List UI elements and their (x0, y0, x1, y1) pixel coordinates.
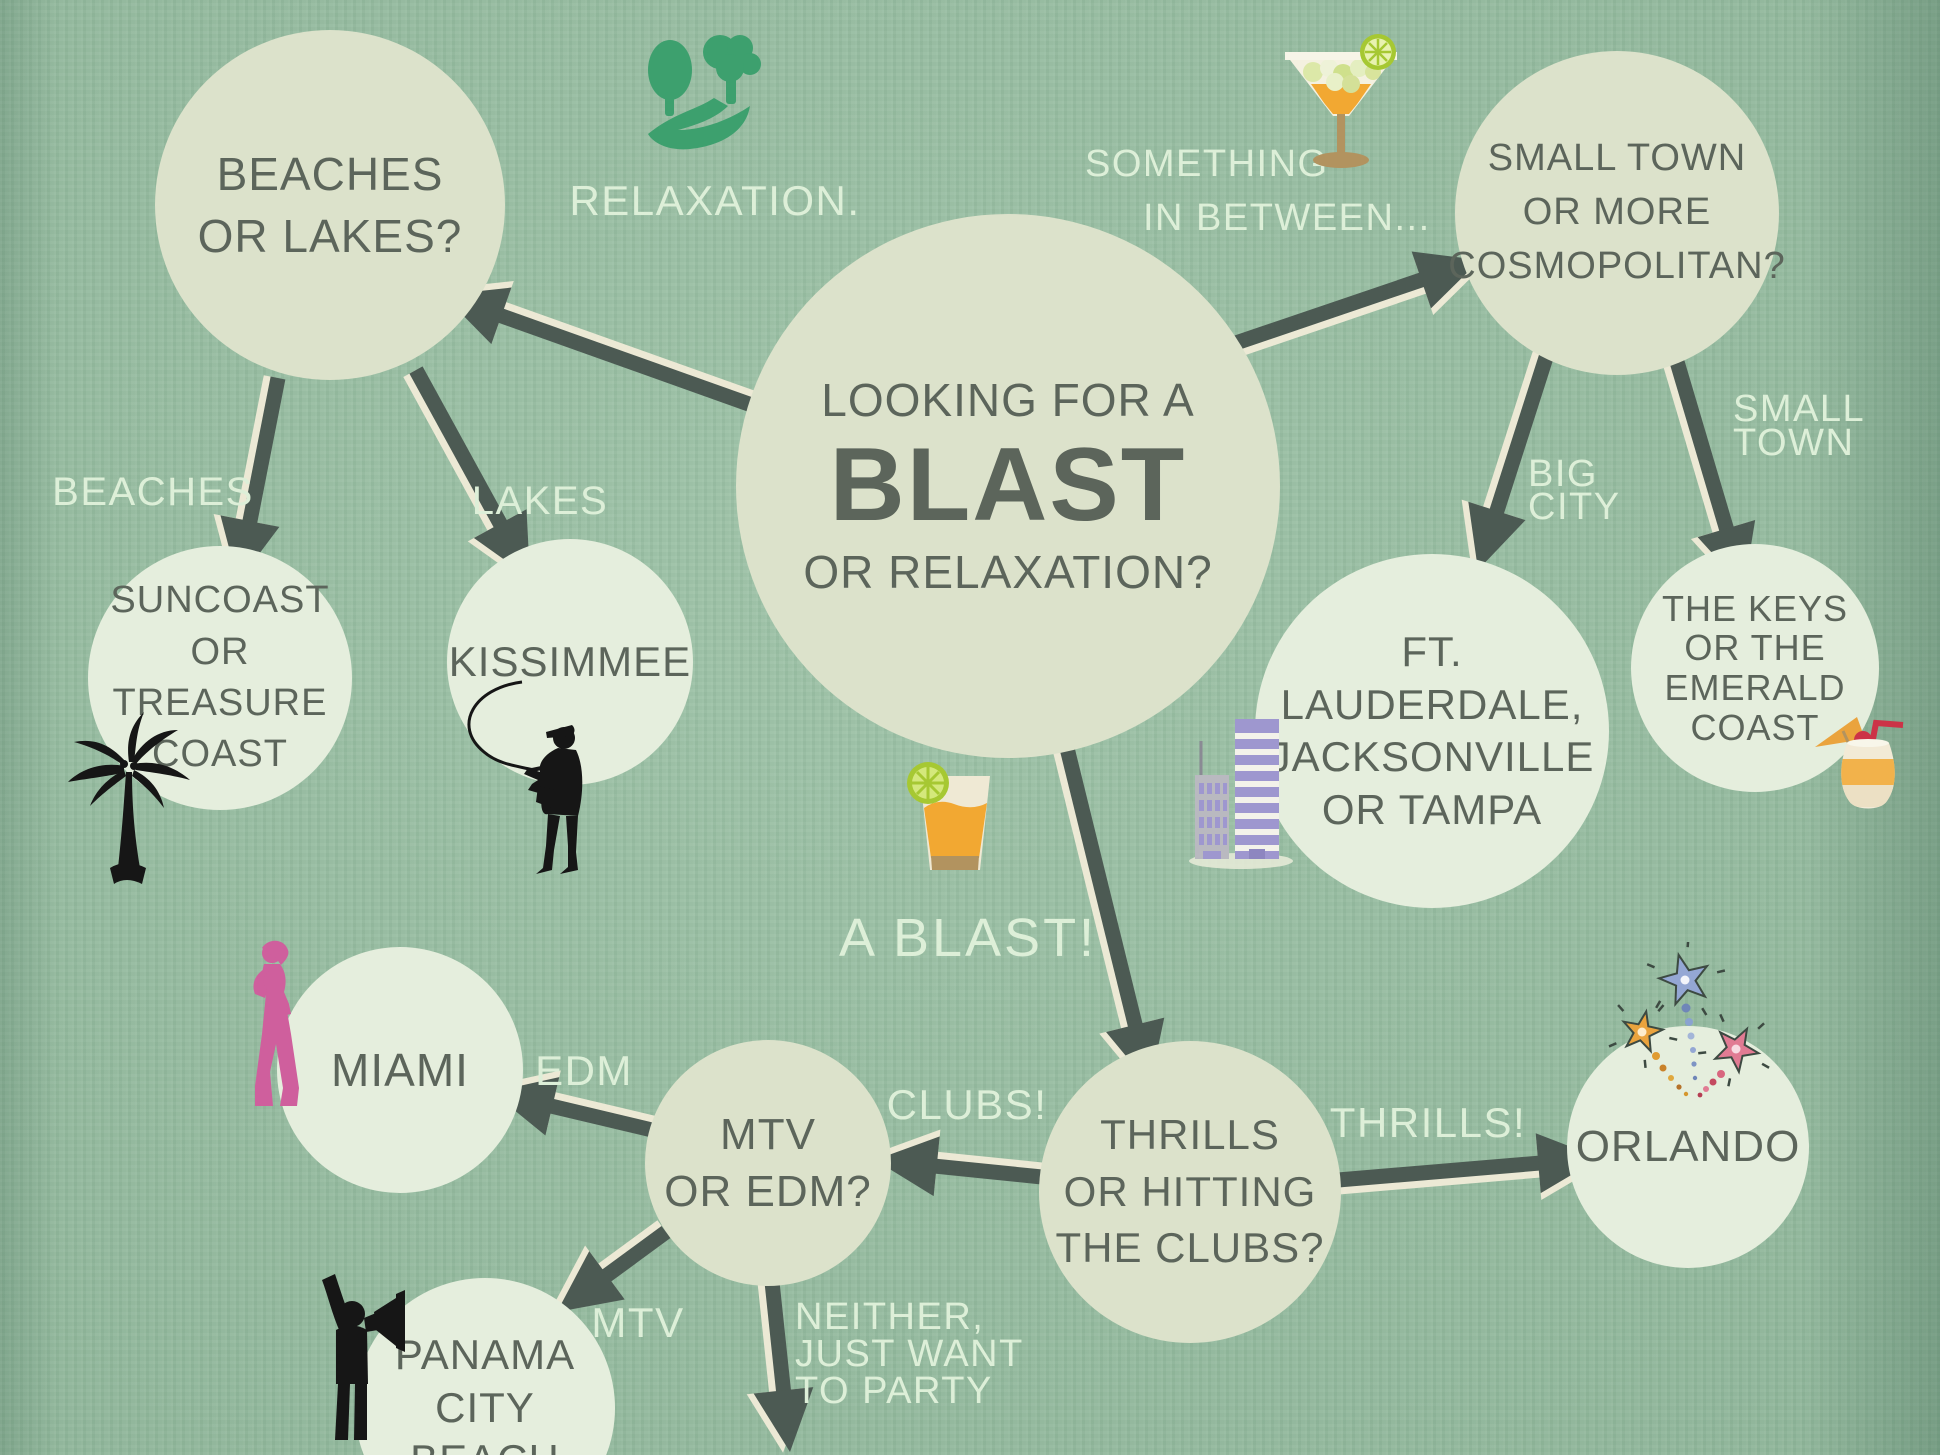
dancer-icon (232, 938, 332, 1120)
node-line: THE KEYS (1661, 587, 1849, 629)
arrow-to-beaches-or-lakes (443, 280, 765, 416)
node-line: KISSIMMEE (448, 637, 692, 685)
label-mtv: MTV (591, 1299, 685, 1346)
node-line: PANAMA (394, 1331, 576, 1379)
node-line: OR RELAXATION? (803, 545, 1213, 598)
node-line: EMERALD (1664, 667, 1846, 708)
node-miami: MIAMI (277, 947, 523, 1193)
fireworks-icon (1600, 942, 1782, 1114)
megaphone-man-icon (300, 1270, 432, 1452)
label-line: TOWN (1733, 422, 1855, 464)
label-in-between: IN BETWEEN... (1143, 197, 1431, 239)
label-line: CITY (1528, 486, 1621, 528)
node-line: LOOKING FOR A (821, 374, 1195, 427)
node-line: MIAMI (331, 1043, 469, 1096)
node-line: THE CLUBS? (1055, 1224, 1325, 1272)
node-line: ORLANDO (1575, 1122, 1801, 1172)
lime-wheel (1360, 34, 1396, 70)
label-beaches: BEACHES (52, 470, 254, 514)
node-mtv-or-edm: MTV OR EDM? (645, 1040, 891, 1286)
node-ft-lauderdale-jacksonville-tampa: FT. LAUDERDALE, JACKSONVILLE OR TAMPA (1255, 554, 1609, 908)
arrow-mtv (552, 1220, 671, 1312)
label-big-city: BIG CITY (1528, 453, 1621, 528)
node-beaches-or-lakes: BEACHES OR LAKES? (155, 30, 505, 380)
park-trees-icon (638, 22, 770, 170)
label-relaxation: RELAXATION. (569, 177, 861, 224)
label-a-blast: A BLAST! (838, 908, 1098, 968)
node-line: COSMOPOLITAN? (1448, 244, 1786, 287)
arrow-neither (746, 1281, 814, 1453)
arrow-lakes (403, 366, 530, 582)
node-line: THRILLS (1100, 1110, 1280, 1158)
node-line: JACKSONVILLE (1269, 733, 1595, 780)
firework-trails (1652, 1003, 1725, 1098)
node-line: SMALL TOWN (1487, 137, 1747, 180)
node-line: COAST (152, 733, 288, 776)
node-line: OR LAKES? (197, 210, 463, 262)
label-small-town: SMALL TOWN (1733, 388, 1866, 464)
palm-tree-icon (60, 702, 200, 892)
label-lakes: LAKES (471, 479, 609, 523)
node-line: FT. LAUDERDALE, (1280, 628, 1584, 728)
node-line: BLAST (829, 427, 1187, 544)
fisherman-icon (440, 670, 620, 888)
firework-star (1608, 1000, 1678, 1068)
node-line: OR MORE (1522, 191, 1712, 234)
arrow-to-small-town-cosmo (1227, 251, 1483, 359)
node-line: OR EDM? (664, 1167, 872, 1216)
margarita-icon (1283, 30, 1399, 186)
label-neither-just-party: NEITHER, JUST WANT TO PARTY (795, 1296, 1024, 1412)
node-line: OR TREASURE (112, 630, 328, 724)
node-line: BEACHES (216, 147, 444, 200)
node-line: OR TAMPA (1321, 785, 1543, 833)
label-line: JUST WANT (795, 1333, 1024, 1375)
node-line: OR HITTING (1063, 1167, 1317, 1215)
node-keys-or-emerald-coast: THE KEYS OR THE EMERALD COAST (1631, 544, 1879, 792)
label-line: NEITHER, (795, 1296, 985, 1338)
label-something: SOMETHING (1085, 143, 1329, 185)
shot-glass-icon (898, 758, 1010, 894)
node-line: CITY BEACH (410, 1383, 559, 1455)
label-thrills: THRILLS! (1329, 1099, 1527, 1146)
label-clubs: CLUBS! (886, 1081, 1048, 1128)
node-line: SUNCOAST (110, 579, 330, 622)
firework-star (1646, 942, 1726, 1016)
node-looking-for-blast-or-relaxation: LOOKING FOR A BLAST OR RELAXATION? (736, 214, 1280, 758)
lime-wheel (907, 762, 949, 804)
label-line: SMALL (1733, 388, 1866, 430)
firework-star (1698, 1013, 1770, 1087)
node-line: OR THE (1684, 627, 1826, 669)
label-edm: EDM (535, 1047, 633, 1094)
arrow-big-city (1461, 340, 1558, 570)
node-line: COAST (1690, 706, 1820, 748)
city-buildings-icon (1185, 713, 1297, 875)
label-line: TO PARTY (795, 1370, 993, 1412)
pina-colada-icon (1813, 713, 1923, 839)
node-thrills-or-clubs: THRILLS OR HITTING THE CLUBS? (1039, 1041, 1341, 1343)
node-small-town-or-cosmopolitan: SMALL TOWN OR MORE COSMOPOLITAN? (1448, 51, 1785, 375)
label-line: BIG (1528, 453, 1598, 495)
node-line: MTV (720, 1109, 816, 1159)
arrow-clubs (875, 1129, 1044, 1197)
